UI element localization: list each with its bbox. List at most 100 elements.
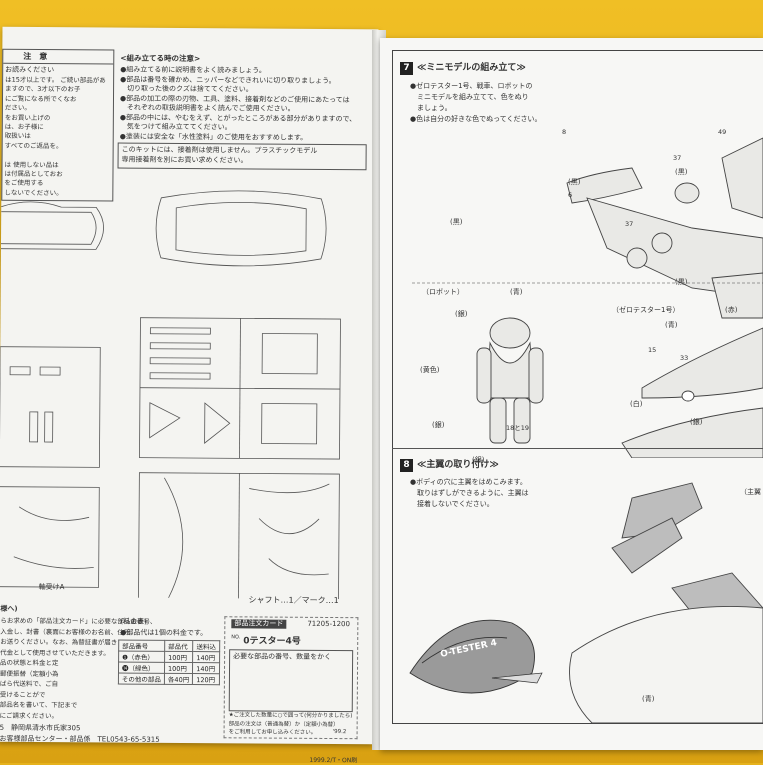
text-line: 郵便振替（定額小為 [0, 669, 59, 678]
caution-header: 注 意 [23, 51, 48, 62]
color-label: (青) [510, 288, 523, 296]
order-title: 様へ) [0, 604, 18, 613]
color-label: (銀) [455, 310, 468, 318]
part-number: 18と19 [506, 424, 530, 432]
text-line: ●組み立てる前に説明書をよく読みましょう。 [120, 65, 266, 75]
color-label: (銀) [690, 418, 703, 426]
part-number: 49 [718, 128, 727, 136]
table-cell: その他の部品 [118, 673, 165, 685]
color-label: (黒) [568, 178, 581, 186]
glue-note-1: このキットには、接着剤は使用しません。プラスチックモデル [121, 145, 318, 155]
robot-label: （ロボット） [422, 288, 464, 296]
part-number: 8 [562, 128, 567, 136]
text-line: は 使用しない品は [4, 160, 59, 169]
card-no-label: NO. [231, 634, 241, 641]
color-label: (銀) [472, 456, 485, 464]
color-label: (黒) [675, 278, 688, 286]
text-line: ●色は自分の好きな色でぬってください。 [410, 115, 542, 123]
parts-runner-diagram [0, 190, 341, 600]
card-instruction: 必要な部品の番号、数量をかく [233, 652, 332, 662]
fee-note: ●部品代は1個の料金です。 [120, 628, 208, 638]
caution-text: は15才以上です。 ご続い部品があますので、3才以下のお子にご覧になる所でくなお… [3, 50, 113, 197]
color-label: (黒) [675, 168, 688, 176]
text-line: すべてのご返品を。 [4, 141, 63, 150]
text-line: ださい。 [4, 103, 31, 113]
step-8-title: ≪主翼の取り付け≫ [417, 460, 499, 470]
step-divider [392, 448, 763, 449]
text-line: 切り取った後のクズは捨ててください。 [120, 84, 253, 94]
text-line: ますので、3才以下のお子 [5, 85, 81, 94]
part-number: 33 [680, 354, 689, 362]
text-line: 品の状態と料金と定 [0, 658, 59, 668]
text-line: 接着しないでください。 [410, 500, 494, 508]
card-note-2: をご利用してお申し込みください。 [228, 729, 317, 736]
text-line: にご覧になる所でくなお [4, 94, 77, 104]
table-cell: 140円 [192, 662, 220, 674]
text-line: をお買い上げの [4, 113, 51, 122]
order-card: 部品注文カード 71205-1200 NO. 0テスター4号 必要な部品の番号、… [223, 616, 359, 740]
wing-attachment-illustration [409, 482, 763, 723]
card-code: 71205-1200 [307, 619, 350, 629]
left-instruction-page: 注 意 お読みください は15才以上です。 ご続い部品があますので、3才以下のお… [0, 26, 379, 764]
color-label: (青) [665, 321, 678, 329]
table-cell: 100円 [164, 662, 193, 674]
text-line: 受けることがで [0, 690, 46, 699]
step-7-badge: 7 [400, 62, 413, 75]
text-line: ばら代送料で、ご自 [0, 679, 59, 689]
zero-tester-label: （ゼロテスター1号） [612, 306, 680, 314]
color-label: (黄色) [420, 366, 440, 374]
text-line: 取りはずしができるように、主翼は [410, 489, 529, 497]
text-line: 入金し、封書（裏面にお客様のお名前、住所、 [0, 627, 137, 637]
text-line: は、お子様に [4, 122, 44, 131]
part-number: 37 [673, 154, 682, 162]
right-instruction-page: 7 ≪ミニモデルの組み立て≫ ●ゼロテスター1号、戦車、ロボットの ミニモデルを… [380, 38, 763, 750]
table-cell: 部品代 [164, 640, 194, 652]
card-year: '99.2 [332, 729, 347, 736]
table-cell: 140円 [192, 651, 220, 663]
text-line: ●塗装には安全な「水性塗料」のご使用をおすすめします。 [119, 132, 308, 142]
text-line: 代金として使用させていただきます。 [0, 648, 110, 657]
table-cell: 120円 [192, 673, 220, 685]
table-cell: 部品番号 [118, 640, 165, 652]
text-line: ミニモデルを組み立てて、色をぬり [410, 93, 529, 101]
card-product: 0テスター4号 [243, 636, 301, 647]
text-line: ましょう。 [410, 104, 452, 112]
table-cell: 送料込 [192, 640, 220, 652]
footer-code: 1999.2/T・ON刷 [309, 756, 358, 765]
part-number: 15 [648, 346, 657, 354]
wing-label: （主翼 [740, 488, 761, 496]
color-label: (赤) [725, 306, 738, 314]
color-label: (黒) [450, 218, 463, 226]
fee-title: (料金表) [120, 617, 147, 626]
card-instruction-box: 必要な部品の番号、数量をかく [228, 649, 354, 713]
text-line: 気をつけて組み立ててください。 [119, 122, 232, 132]
table-row: 部品番号部品代送料込 [118, 640, 220, 652]
table-cell: ⓮（緑色） [118, 662, 165, 674]
body-color-label: (青) [642, 695, 655, 703]
text-line: ●ボディの穴に主翼をはめこみます。 [410, 478, 527, 486]
address-line: 5 静岡県清水市氏家305 [0, 723, 81, 733]
text-line: 取扱いは [4, 132, 31, 141]
part-number: 37 [625, 220, 634, 228]
table-cell: 各40円 [164, 673, 193, 685]
shaft-mark-label: シャフト…1／マーク…1 [248, 595, 339, 606]
part-number: 6 [568, 191, 573, 199]
assembly-title: <組み立てる時の注意> [120, 53, 201, 64]
step-7-title: ≪ミニモデルの組み立て≫ [417, 63, 526, 73]
glue-note-box: このキットには、接着剤は使用しません。プラスチックモデル 専用接着剤を別にお買い… [117, 142, 367, 171]
table-cell: 100円 [164, 651, 193, 663]
step-8-badge: 8 [400, 459, 413, 472]
right-page-frame [392, 50, 763, 724]
text-line: 部品名を書いて、下記まで [0, 700, 78, 710]
card-title: 部品注文カード [231, 619, 287, 629]
service-line: お客様部品センター・部品係 TEL0543-65-5315 [0, 734, 160, 744]
color-label: (銀) [432, 421, 445, 429]
text-line: ●ゼロテスター1号、戦車、ロボットの [410, 82, 533, 90]
text-line: お送りください。なお、為替証書が届き [0, 637, 118, 647]
bearing-label: 軸受けA [38, 582, 65, 592]
text-line: にご請求ください。 [0, 711, 59, 720]
